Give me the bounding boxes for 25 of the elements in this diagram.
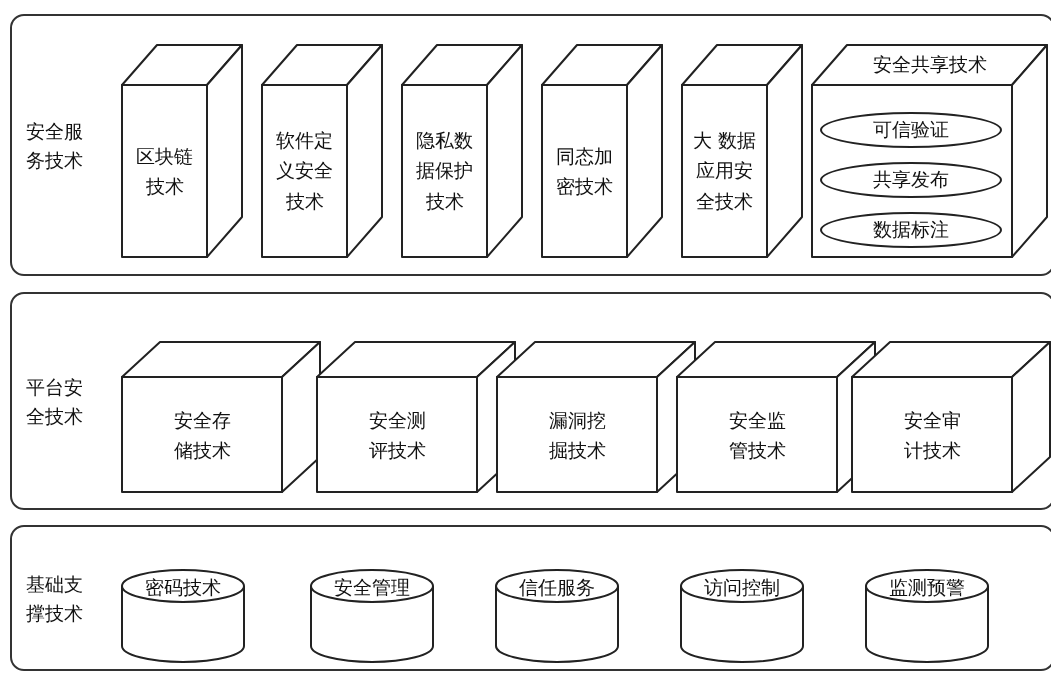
cylinder-label: 信任服务 [518,575,596,600]
box-label: 区块链技术 [135,143,194,199]
ellipse-label: 可信验证 [873,117,949,142]
box-label: 漏洞挖掘技术 [547,407,607,463]
box-label: 安全测评技术 [367,407,427,463]
layer-label: 安全服务技术 [26,118,84,172]
layer-panel [10,14,1051,276]
box-label: 大 数据应用安全技术 [692,128,757,215]
box-label: 安全审计技术 [902,407,962,463]
box-heading: 安全共享技术 [871,52,988,77]
box-label: 隐私数据保护技术 [415,128,474,215]
layer-label: 平台安全技术 [26,374,84,428]
cylinder-label: 密码技术 [144,575,222,600]
layer-panel [10,292,1051,510]
cylinder-label: 监测预警 [888,575,966,600]
layer-label: 基础支撑技术 [26,571,84,625]
box-label: 安全存储技术 [172,407,232,463]
box-label: 同态加密技术 [555,143,614,199]
layer-panel [10,525,1051,671]
box-label: 安全监管技术 [727,407,787,463]
ellipse-label: 数据标注 [873,217,949,242]
cylinder-label: 安全管理 [333,575,411,600]
cylinder-label: 访问控制 [703,575,781,600]
ellipse-label: 共享发布 [873,167,949,192]
box-label: 软件定义安全技术 [275,128,334,215]
